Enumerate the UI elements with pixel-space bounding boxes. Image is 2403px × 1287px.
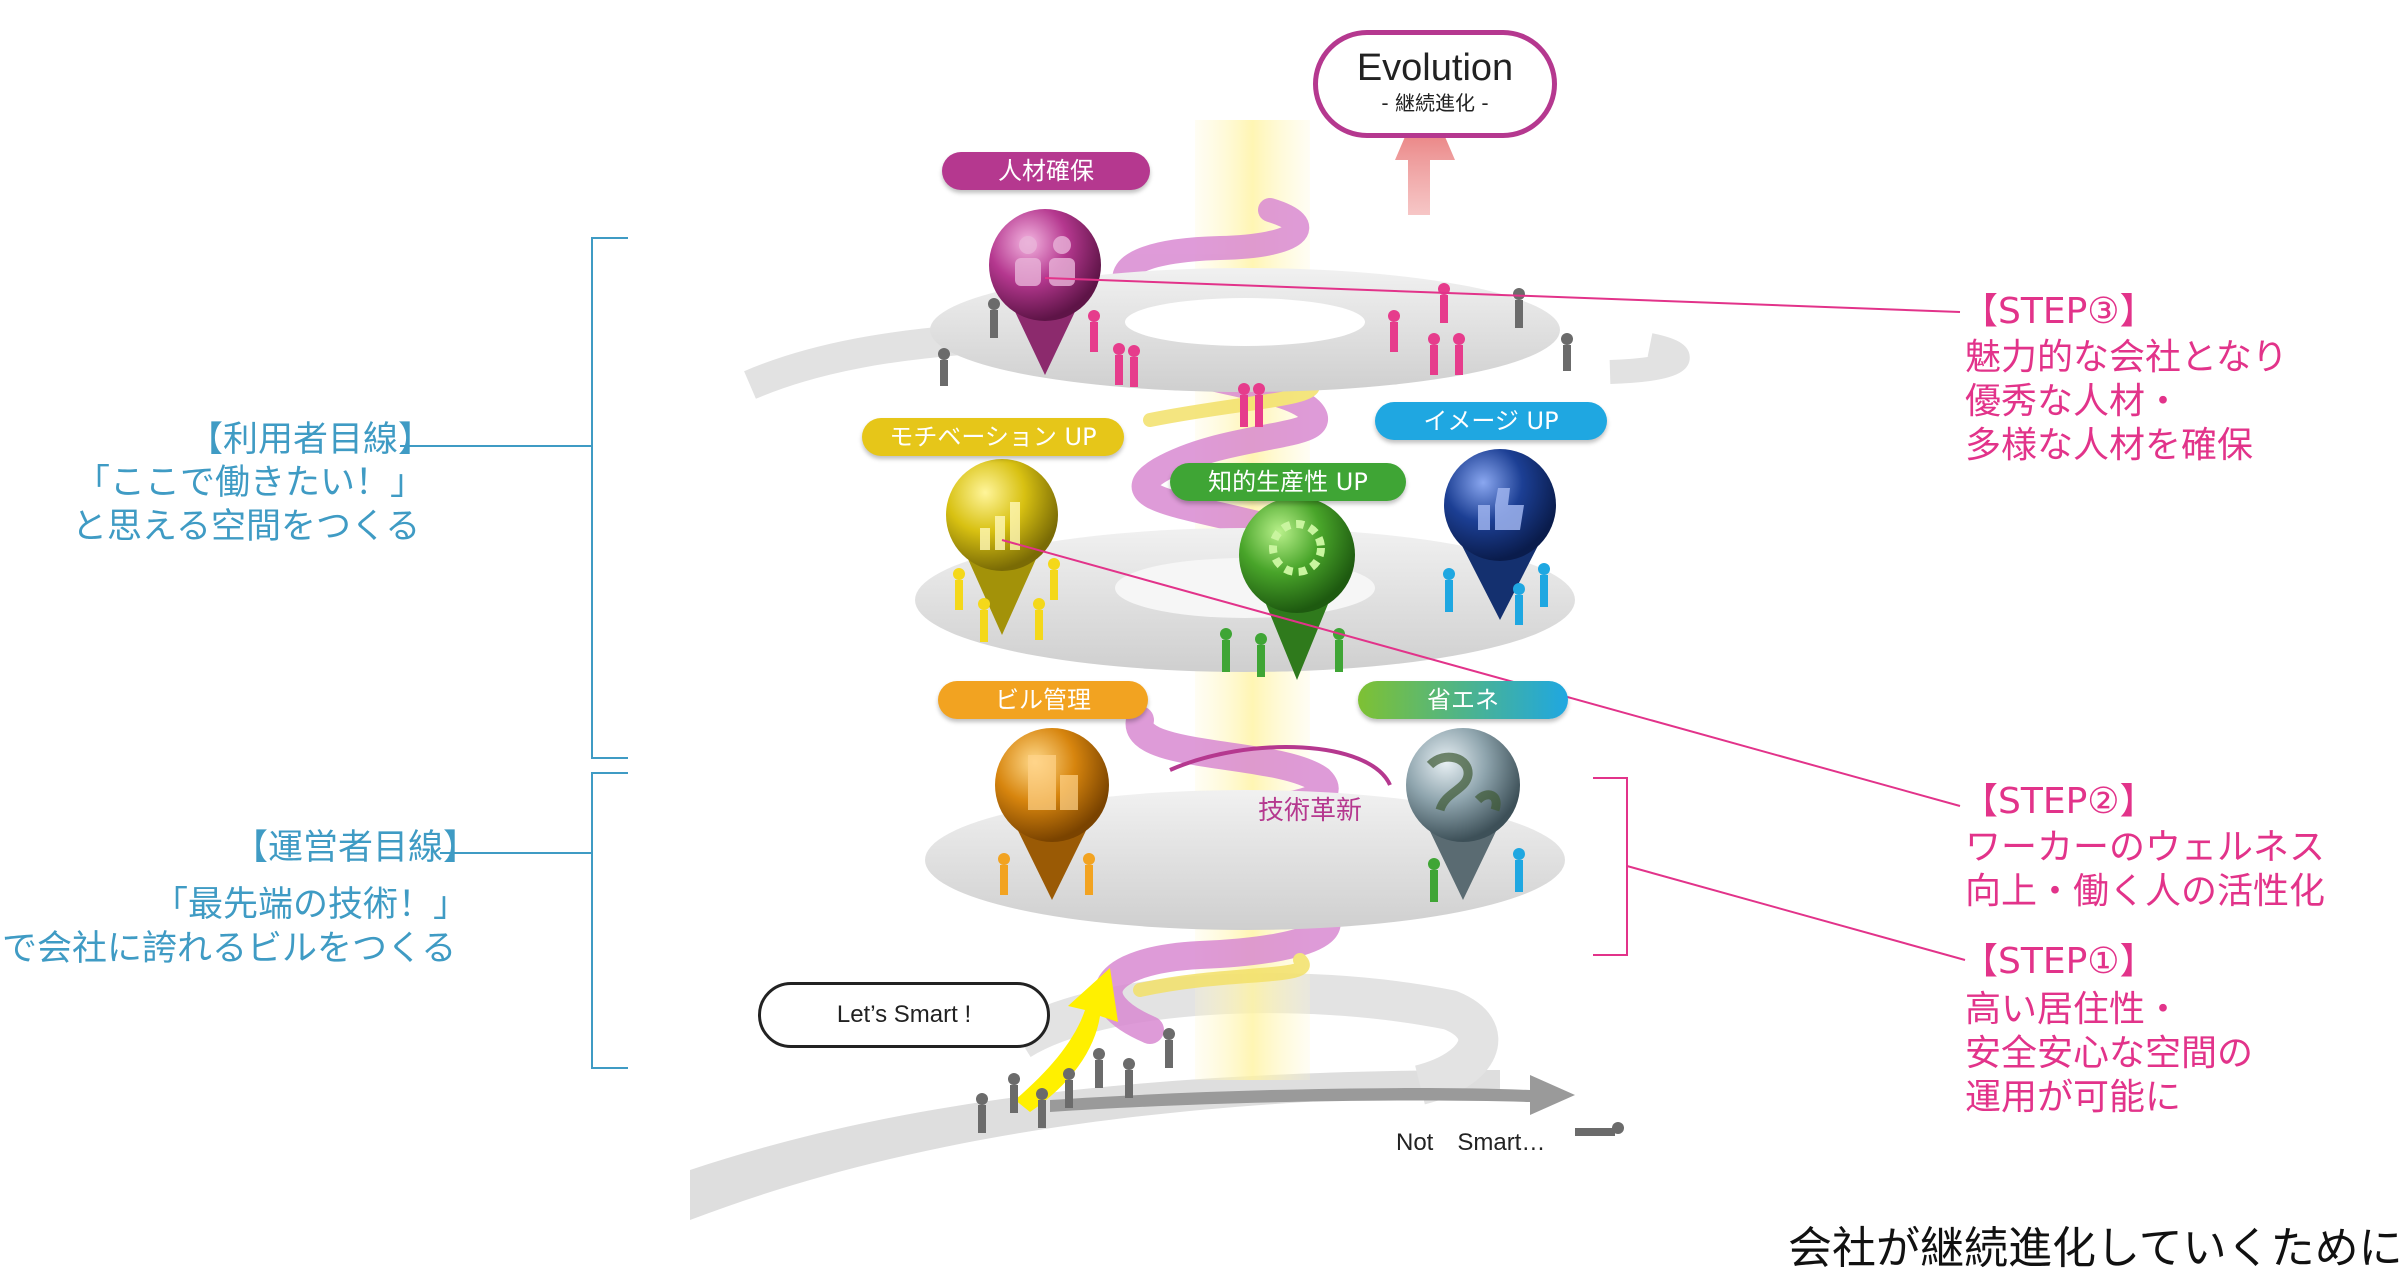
platforms <box>744 268 1690 930</box>
pill-building: ビル管理 <box>938 681 1148 719</box>
step3-line2: 優秀な人材・ <box>1965 381 2182 422</box>
rising-arrow <box>1015 968 1118 1112</box>
pill-image: イメージ UP <box>1375 402 1607 440</box>
step2-line2: 向上・働く人の活性化 <box>1965 871 2326 912</box>
pin-productivity <box>1239 497 1355 680</box>
pink-connectors <box>1001 277 1966 961</box>
pill-energy: 省エネ <box>1358 681 1568 719</box>
step3-title: 【STEP③】 <box>1962 291 2156 332</box>
step1-line1: 高い居住性・ <box>1965 989 2182 1030</box>
user-view-line1: 「ここで働きたい！」 <box>75 463 426 503</box>
step3-line3: 多様な人材を確保 <box>1965 425 2254 466</box>
not-smart-arrow <box>1050 1075 1575 1115</box>
evolution-subtitle: - 継続進化 - <box>1381 91 1489 115</box>
step2-line1: ワーカーのウェルネス <box>1965 827 2326 868</box>
innovation-arc <box>1169 745 1392 786</box>
evolution-title: Evolution <box>1356 47 1514 89</box>
step1-title: 【STEP①】 <box>1962 941 2156 982</box>
step1-line3: 運用が可能に <box>1965 1077 2182 1118</box>
operator-view-line1: 「最先端の技術！」 <box>153 885 469 925</box>
step2-title: 【STEP②】 <box>1962 781 2156 822</box>
operator-view-line2: で会社に誇れるビルをつくる <box>2 929 457 969</box>
pin-talent <box>989 209 1101 375</box>
pin-energy <box>1406 728 1520 900</box>
blue-brackets <box>400 237 628 1069</box>
pill-productivity: 知的生産性 UP <box>1170 463 1406 501</box>
pill-motivation: モチベーション UP <box>862 418 1124 456</box>
people <box>938 283 1624 1136</box>
user-view-line2: と思える空間をつくる <box>72 507 421 547</box>
evolution-box: Evolution - 継続進化 - <box>1313 30 1557 138</box>
pin-building <box>995 728 1109 900</box>
pin-motivation <box>946 459 1058 635</box>
footer-caption: 会社が継続進化していくために <box>1788 1223 2403 1274</box>
operator-view-heading: 【運営者目線】 <box>233 828 479 868</box>
step1-line2: 安全安心な空間の <box>1965 1033 2254 1074</box>
pill-talent: 人材確保 <box>942 152 1150 190</box>
lets-smart-bubble: Let’s Smart ! <box>758 982 1050 1048</box>
innovation-label: 技術革新 <box>1258 796 1363 826</box>
user-view-heading: 【利用者目線】 <box>188 420 434 460</box>
step3-line1: 魅力的な会社となり <box>1965 337 2288 378</box>
pin-image <box>1444 449 1556 620</box>
up-arrow <box>1395 90 1455 215</box>
not-smart-label: Not Smart… <box>1396 1129 1546 1156</box>
